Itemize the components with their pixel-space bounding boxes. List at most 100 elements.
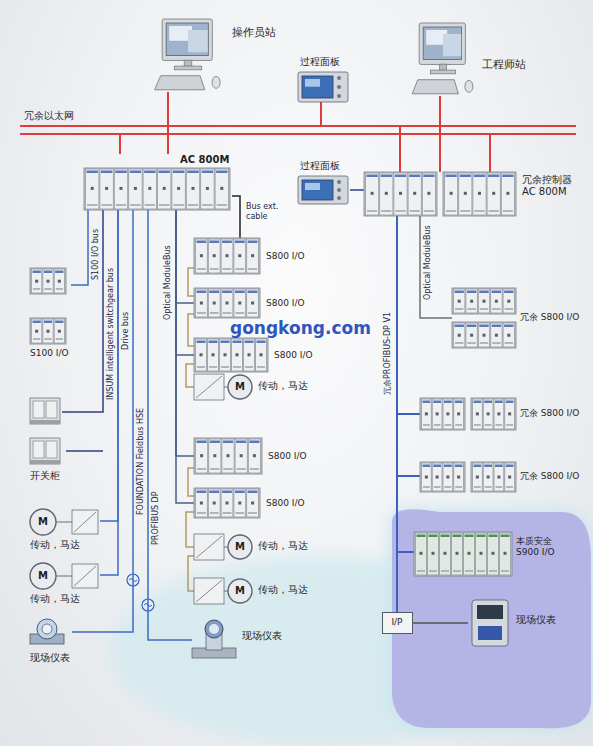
module-led — [508, 476, 511, 479]
module-stripe — [173, 171, 184, 174]
motor-drive: M传动，马达 — [194, 534, 310, 560]
module-terminal — [56, 288, 63, 290]
drive-symbol — [196, 580, 222, 602]
module-led — [444, 552, 447, 555]
io-rack-icon — [420, 398, 516, 430]
intrinsic-safety-region — [392, 509, 591, 728]
node-label: 冗余 S800 I/O — [520, 312, 579, 323]
io-module — [222, 439, 234, 473]
module-terminal — [410, 210, 420, 212]
io-module — [247, 239, 259, 273]
module-terminal — [489, 570, 497, 572]
bus-connector — [100, 210, 118, 521]
module-stripe — [502, 175, 513, 178]
module-led — [238, 254, 241, 257]
rack-base — [84, 168, 230, 210]
io-module — [32, 269, 42, 293]
node-label: 冗余控制器 AC 800M — [522, 174, 580, 198]
process-panel: 过程面板 — [296, 160, 350, 204]
io-module — [196, 339, 207, 371]
module-stripe — [101, 171, 112, 174]
module-stripe — [197, 491, 207, 494]
io-module — [208, 489, 220, 517]
module-terminal — [210, 468, 219, 470]
cabinet-door — [33, 441, 44, 458]
node-label: 操作员站 — [232, 26, 276, 39]
io-module — [422, 463, 432, 491]
io-module — [196, 439, 208, 473]
io-module — [209, 439, 221, 473]
module-led — [483, 334, 486, 337]
module-terminal — [423, 424, 430, 426]
cabinet-door — [33, 401, 44, 418]
bus-label: PROFIBUS DP — [151, 491, 161, 545]
io-module — [129, 169, 142, 209]
module-stripe — [506, 465, 514, 468]
module-terminal — [245, 366, 253, 368]
io-module — [432, 463, 442, 491]
io-module — [491, 323, 502, 347]
module-stripe — [474, 401, 482, 404]
module-stripe — [87, 171, 98, 174]
bus-connector — [71, 210, 88, 285]
module-terminal — [145, 204, 155, 206]
motor-drive: M传动，马达 — [194, 578, 310, 604]
bus-label: INSUM intelligent switchgear bus — [106, 268, 116, 400]
module-terminal — [33, 288, 40, 290]
module-stripe — [474, 465, 482, 468]
module-stripe — [444, 401, 452, 404]
motor-circle — [228, 579, 252, 603]
module-terminal — [33, 338, 40, 340]
module-terminal — [505, 342, 513, 344]
io-rack-icon — [452, 288, 516, 348]
module-led — [399, 192, 402, 195]
bus-connector — [413, 622, 468, 624]
panel-button — [337, 196, 341, 200]
io-module — [201, 169, 214, 209]
module-led — [468, 552, 471, 555]
io-rack: S800 I/O — [194, 338, 315, 372]
transmitter-display — [209, 624, 219, 634]
module-stripe — [455, 401, 463, 404]
module-terminal — [188, 204, 198, 206]
bus-label: Optical ModuleBus — [163, 245, 173, 320]
module-stripe — [395, 175, 406, 178]
motor-circle — [30, 509, 56, 535]
bus-stub — [66, 450, 103, 452]
module-terminal — [210, 512, 219, 514]
module-stripe — [455, 291, 464, 294]
module-stripe — [492, 325, 501, 328]
node-label: 过程面板 — [300, 56, 340, 68]
io-module — [247, 489, 259, 517]
io-module — [473, 463, 483, 491]
io-module — [215, 169, 228, 209]
module-terminal — [480, 308, 488, 310]
module-stripe — [479, 291, 488, 294]
bus-label: Optical ModuleBus — [423, 225, 433, 300]
motor-drive-icon — [194, 534, 254, 560]
process-panel: 过程面板 — [296, 56, 350, 102]
screen-window — [188, 30, 208, 52]
module-led — [58, 330, 61, 333]
rack-base — [194, 488, 260, 518]
module-stripe — [474, 175, 485, 178]
module-stripe — [197, 341, 206, 344]
panel-frame — [298, 176, 348, 204]
module-stripe — [130, 171, 141, 174]
io-module — [220, 339, 231, 371]
module-terminal — [197, 268, 206, 270]
module-terminal — [453, 570, 461, 572]
module-led — [212, 353, 215, 356]
module-stripe — [197, 441, 207, 444]
module-terminal — [423, 486, 430, 488]
cabinet — [30, 438, 60, 464]
module-led — [495, 334, 498, 337]
io-module — [454, 289, 465, 313]
io-module — [43, 269, 53, 293]
module-led — [251, 254, 254, 257]
module-led — [251, 502, 254, 505]
io-module — [440, 533, 451, 575]
motor-symbol-text: M — [234, 584, 246, 598]
io-module — [186, 169, 199, 209]
rack-base — [420, 462, 465, 492]
